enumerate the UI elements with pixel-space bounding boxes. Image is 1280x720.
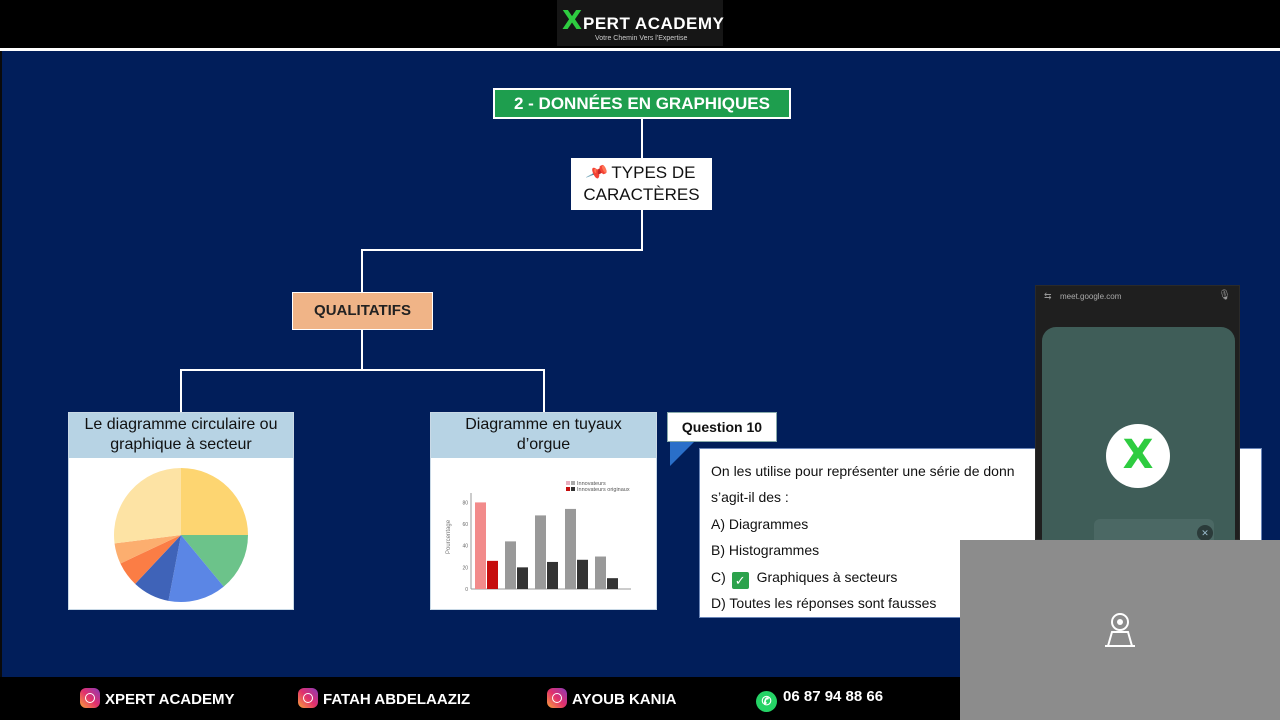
- pie-slice: [114, 535, 181, 564]
- connector-line: [543, 369, 545, 412]
- connector-line: [641, 210, 643, 250]
- x-logo-icon: X: [562, 6, 583, 36]
- pie-slice: [135, 535, 181, 601]
- pie-card-title-line2: graphique à secteur: [110, 436, 252, 453]
- participant-tile[interactable]: X ✕: [1042, 327, 1235, 541]
- whatsapp-phone[interactable]: ✆06 87 94 88 66: [756, 688, 883, 712]
- participant-avatar: X: [1106, 424, 1170, 488]
- bar-card-title-line1: Diagramme en tuyaux: [465, 416, 622, 433]
- bar: [505, 541, 516, 589]
- bar: [565, 508, 576, 589]
- bar: [475, 502, 486, 589]
- y-tick-label: 40: [462, 544, 468, 550]
- top-divider: [0, 48, 1280, 51]
- bar: [607, 578, 618, 589]
- pie-slice: [168, 535, 224, 602]
- social-xpert-academy[interactable]: XPERT ACADEMY: [80, 688, 234, 708]
- y-tick-label: 20: [462, 565, 468, 571]
- answer-c-prefix: C): [711, 569, 726, 585]
- pie-card-title-line1: Le diagramme circulaire ou: [84, 416, 278, 433]
- connector-line: [641, 119, 643, 158]
- answer-d: D) Toutes les réponses sont fausses: [711, 595, 937, 611]
- answer-b: B) Histogrammes: [711, 542, 820, 558]
- webcam-icon: [1105, 613, 1135, 647]
- logo-tagline: Votre Chemin Vers l'Expertise: [595, 35, 688, 42]
- tune-icon[interactable]: ⇆: [1044, 291, 1052, 301]
- pie-slice: [181, 468, 248, 535]
- pie-chart-card: Le diagramme circulaire ou graphique à s…: [68, 412, 294, 610]
- pushpin-icon: 📌: [585, 162, 610, 185]
- legend-swatch: [571, 481, 575, 485]
- microphone-icon[interactable]: 🎙: [1218, 290, 1231, 301]
- bar: [517, 567, 528, 589]
- pie-slice: [120, 535, 181, 584]
- pie-card-header: Le diagramme circulaire ou graphique à s…: [69, 413, 293, 458]
- bar: [577, 559, 588, 589]
- legend-swatch: [566, 487, 570, 491]
- pie-slice: [181, 535, 248, 587]
- y-tick-label: 80: [462, 500, 468, 506]
- meet-url[interactable]: meet.google.com: [1060, 292, 1122, 301]
- instagram-icon: [298, 688, 318, 708]
- instagram-icon: [547, 688, 567, 708]
- social-ayoub[interactable]: AYOUB KANIA: [547, 688, 676, 708]
- connector-line: [180, 369, 545, 371]
- logo-name: PERT ACADEMY: [583, 14, 725, 33]
- answer-a: A) Diagrammes: [711, 516, 809, 532]
- qualitatifs-box: QUALITATIFS: [292, 292, 433, 330]
- social-fatah[interactable]: FATAH ABDELAAZIZ: [298, 688, 470, 708]
- connector-line: [361, 249, 643, 251]
- bar-chart: 80 60 40 20 0 Pourcentage InnovateursInnovateu…: [446, 481, 631, 593]
- question-label: Question 10: [667, 412, 777, 442]
- connector-line: [180, 369, 182, 412]
- legend-swatch: [566, 481, 570, 485]
- y-axis-label: Pourcentage: [446, 519, 452, 554]
- types-line1: TYPES DE: [611, 163, 696, 182]
- xpert-academy-logo: X PERT ACADEMY Votre Chemin Vers l'Exper…: [557, 0, 725, 46]
- bar-card-header: Diagramme en tuyaux d’orgue: [431, 413, 656, 458]
- question-text-line1: On les utilise pour représenter une séri…: [711, 463, 1015, 479]
- legend-swatch: [571, 487, 575, 491]
- bar: [547, 561, 558, 589]
- mic-off-icon: ✕: [1197, 525, 1213, 541]
- answer-c: C) ✓ Graphiques à secteurs: [711, 569, 897, 589]
- question-callout-tail: [670, 442, 694, 466]
- meet-window: ⇆ meet.google.com 🎙 X ✕: [1035, 285, 1240, 541]
- slide-title: 2 - DONNÉES EN GRAPHIQUES: [493, 88, 791, 119]
- pie-slice: [114, 468, 181, 544]
- instagram-icon: [80, 688, 100, 708]
- y-tick-label: 0: [465, 587, 468, 593]
- top-bar: X PERT ACADEMY Votre Chemin Vers l'Exper…: [0, 0, 1280, 48]
- bar-chart-card: Diagramme en tuyaux d’orgue 80 60 40 20 0 Pou…: [430, 412, 657, 610]
- answer-c-text: Graphiques à secteurs: [756, 569, 898, 585]
- bar: [595, 556, 606, 589]
- bar: [535, 515, 546, 589]
- whatsapp-icon: ✆: [756, 691, 777, 712]
- check-mark-icon: ✓: [731, 572, 749, 589]
- connector-line: [361, 330, 363, 370]
- bottom-bar: XPERT ACADEMY FATAH ABDELAAZIZ AYOUB KAN…: [0, 677, 960, 720]
- connector-line: [361, 249, 363, 292]
- pie-chart: [114, 468, 248, 602]
- camera-off-panel: [960, 540, 1280, 720]
- question-text-line2: s’agit-il des :: [711, 489, 789, 505]
- legend-label: Innovateurs originaux: [577, 487, 630, 493]
- legend-label: Innovateurs: [577, 481, 606, 487]
- y-tick-label: 60: [462, 522, 468, 528]
- types-de-caracteres-box: 📌TYPES DE CARACTÈRES: [571, 158, 712, 210]
- bar-card-title-line2: d’orgue: [516, 436, 571, 453]
- bar: [487, 560, 498, 589]
- types-line2: CARACTÈRES: [583, 185, 700, 204]
- participant-name-bar: [1094, 519, 1214, 541]
